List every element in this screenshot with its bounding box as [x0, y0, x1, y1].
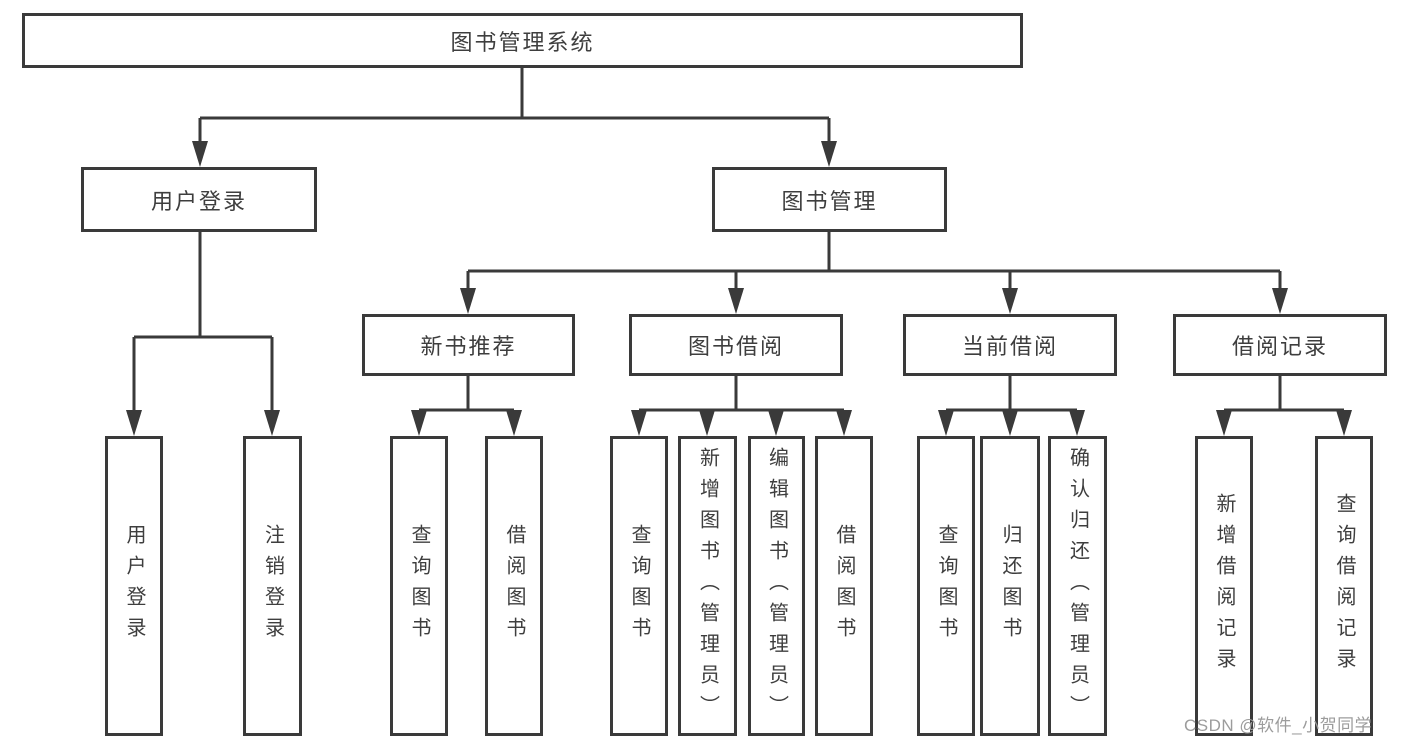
node-leaf-query-book-recommend-label: 查询图书 [408, 524, 430, 648]
node-leaf-confirm-return-admin: 确认归还（管理员） [1048, 436, 1107, 736]
node-leaf-add-borrow-record-label: 新增借阅记录 [1213, 493, 1235, 679]
node-leaf-add-book-admin: 新增图书（管理员） [678, 436, 737, 736]
node-current-borrow-label: 当前借阅 [961, 334, 1058, 359]
node-book-borrow: 图书借阅 [629, 314, 843, 376]
node-leaf-query-book-borrow: 查询图书 [610, 436, 668, 736]
branch-book-management [460, 232, 1288, 314]
branch-user-login [126, 232, 280, 436]
node-leaf-return-book-label: 归还图书 [999, 524, 1021, 648]
csdn-watermark: CSDN @软件_小贺同学 [1184, 716, 1373, 735]
node-leaf-borrow-book-recommend: 借阅图书 [485, 436, 543, 736]
node-current-borrow: 当前借阅 [903, 314, 1117, 376]
branch-new-book-recommend [411, 376, 522, 436]
node-leaf-add-book-admin-label: 新增图书（管理员） [696, 446, 719, 726]
node-leaf-query-borrow-record-label: 查询借阅记录 [1333, 493, 1355, 679]
node-user-login-module: 用户登录 [81, 167, 317, 232]
node-leaf-query-book-current-label: 查询图书 [935, 524, 957, 648]
node-root-system-label: 图书管理系统 [450, 29, 595, 55]
node-new-book-recommend-label: 新书推荐 [420, 334, 517, 359]
node-new-book-recommend: 新书推荐 [362, 314, 575, 376]
node-root-system: 图书管理系统 [22, 13, 1023, 68]
node-leaf-borrow-book: 借阅图书 [815, 436, 873, 736]
node-borrow-record: 借阅记录 [1173, 314, 1387, 376]
branch-borrow-record [1216, 376, 1352, 436]
node-leaf-edit-book-admin-label: 编辑图书（管理员） [765, 446, 788, 726]
node-leaf-confirm-return-admin-label: 确认归还（管理员） [1066, 446, 1089, 726]
node-leaf-query-book-recommend: 查询图书 [390, 436, 448, 736]
node-leaf-query-borrow-record: 查询借阅记录 [1315, 436, 1373, 736]
node-leaf-query-book-borrow-label: 查询图书 [628, 524, 650, 648]
node-book-borrow-label: 图书借阅 [687, 334, 784, 359]
node-leaf-add-borrow-record: 新增借阅记录 [1195, 436, 1253, 736]
node-book-management: 图书管理 [712, 167, 947, 232]
node-borrow-record-label: 借阅记录 [1231, 334, 1328, 359]
node-leaf-user-login-label: 用户登录 [123, 524, 145, 648]
node-leaf-logout: 注销登录 [243, 436, 302, 736]
node-user-login-module-label: 用户登录 [150, 188, 247, 214]
node-leaf-return-book: 归还图书 [980, 436, 1040, 736]
branch-current-borrow [938, 376, 1085, 436]
node-leaf-borrow-book-label: 借阅图书 [833, 524, 855, 648]
node-leaf-logout-label: 注销登录 [261, 524, 284, 648]
node-leaf-user-login: 用户登录 [105, 436, 163, 736]
node-leaf-query-book-current: 查询图书 [917, 436, 975, 736]
node-leaf-edit-book-admin: 编辑图书（管理员） [748, 436, 805, 736]
branch-root [192, 68, 837, 167]
node-book-management-label: 图书管理 [781, 188, 878, 214]
node-leaf-borrow-book-recommend-label: 借阅图书 [503, 524, 525, 648]
branch-book-borrow [631, 376, 852, 436]
